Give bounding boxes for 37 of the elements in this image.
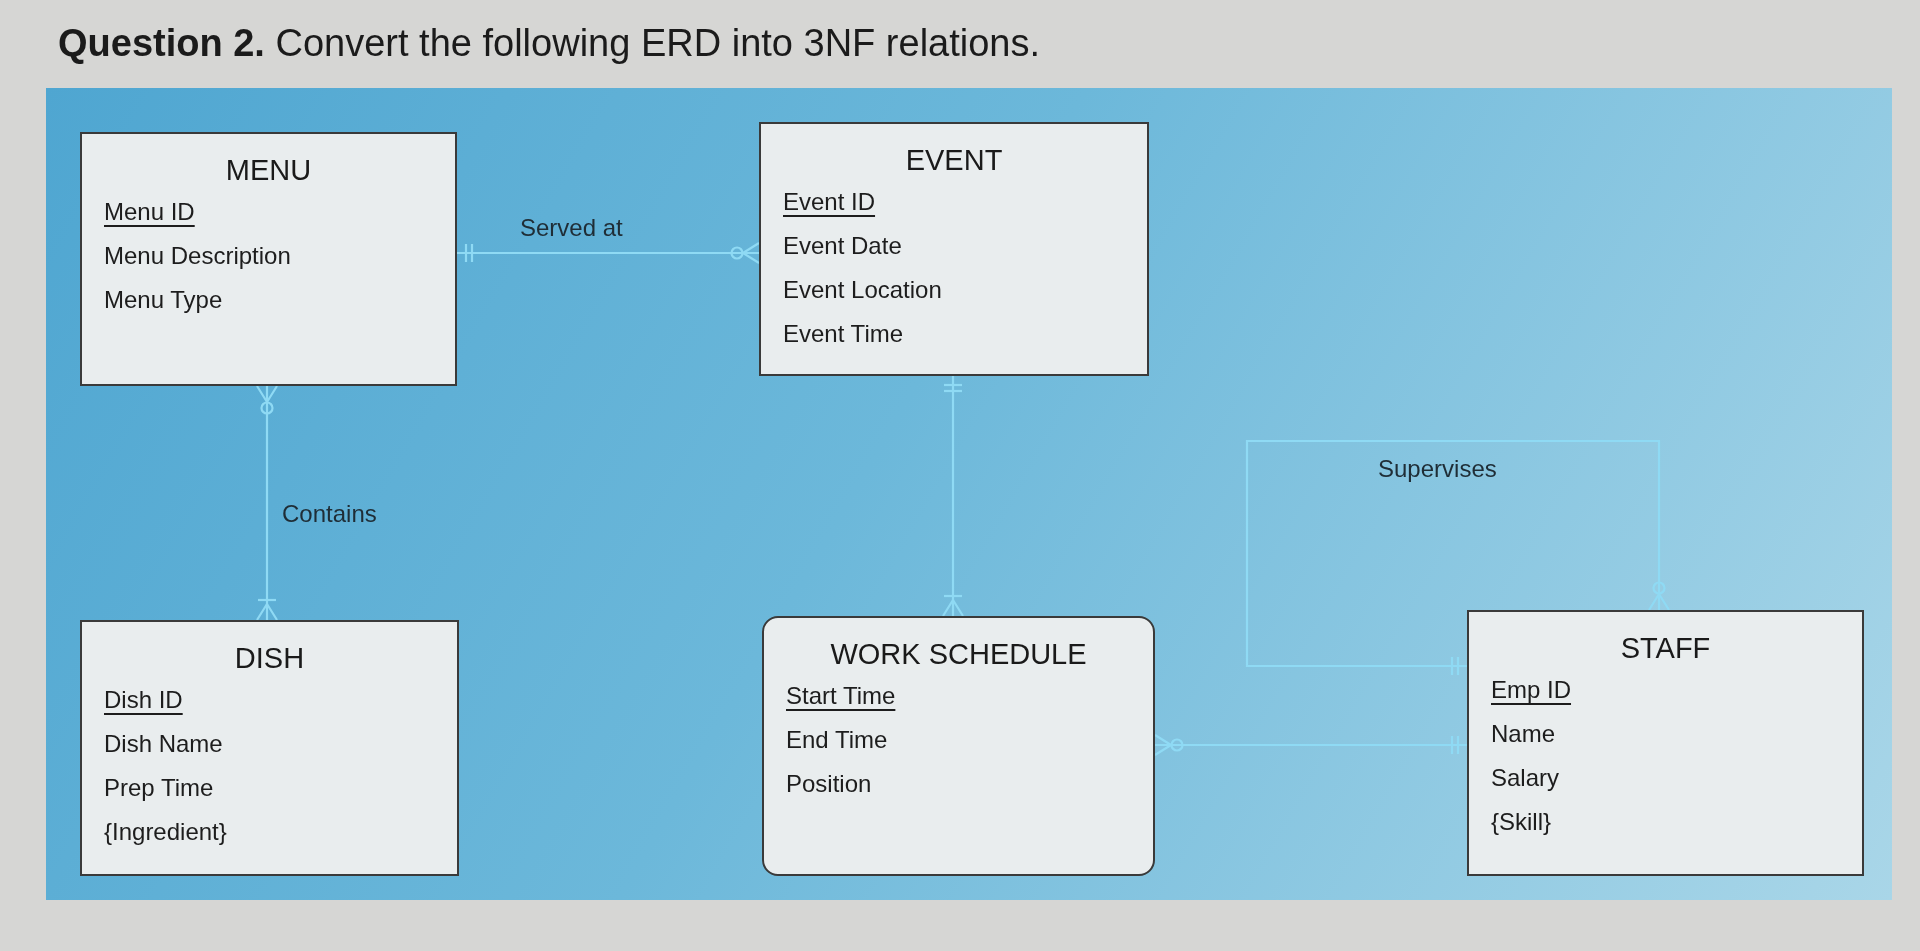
entity-name: STAFF	[1619, 632, 1712, 665]
key-attribute: Start Time	[786, 682, 896, 710]
entity-box	[80, 620, 459, 876]
entity-box	[1467, 610, 1864, 876]
entity-box	[80, 132, 457, 386]
attribute-text: Event Location	[783, 276, 942, 304]
key-attribute: Dish ID	[104, 686, 183, 714]
edge-label: Contains	[282, 500, 377, 528]
attribute-text: Name	[1491, 720, 1556, 748]
entity-name: DISH	[233, 642, 306, 675]
attribute-text: Dish Name	[104, 730, 223, 758]
attribute-text: Event Time	[783, 320, 904, 348]
attribute-text: Salary	[1491, 764, 1560, 792]
relationship-line	[255, 384, 279, 622]
edge-label: Served at	[520, 214, 623, 242]
relationship-line	[1245, 439, 1671, 675]
key-attribute: Menu ID	[104, 198, 195, 226]
attribute-text: End Time	[786, 726, 888, 754]
question-title: Question 2. Convert the following ERD into 3NF relations.	[58, 22, 1041, 65]
attribute-text: Prep Time	[104, 774, 214, 802]
attribute-text: Position	[786, 770, 872, 798]
key-attribute: Event ID	[783, 188, 876, 216]
attribute-text: Menu Type	[104, 286, 223, 314]
relationship-line	[941, 376, 965, 618]
relationship-line	[457, 241, 761, 265]
entity-name: EVENT	[904, 144, 1004, 177]
attribute-text: Menu Description	[104, 242, 291, 270]
entity-box	[759, 122, 1149, 376]
entity-name: WORK SCHEDULE	[829, 638, 1088, 671]
entity-name: MENU	[224, 154, 313, 187]
attribute-text: {Skill}	[1491, 808, 1552, 836]
relationship-line	[1153, 733, 1467, 757]
entity-box	[762, 616, 1155, 876]
attribute-text: {Ingredient}	[104, 818, 227, 846]
attribute-text: Event Date	[783, 232, 902, 260]
edge-label: Supervises	[1378, 455, 1497, 483]
key-attribute: Emp ID	[1491, 676, 1571, 704]
